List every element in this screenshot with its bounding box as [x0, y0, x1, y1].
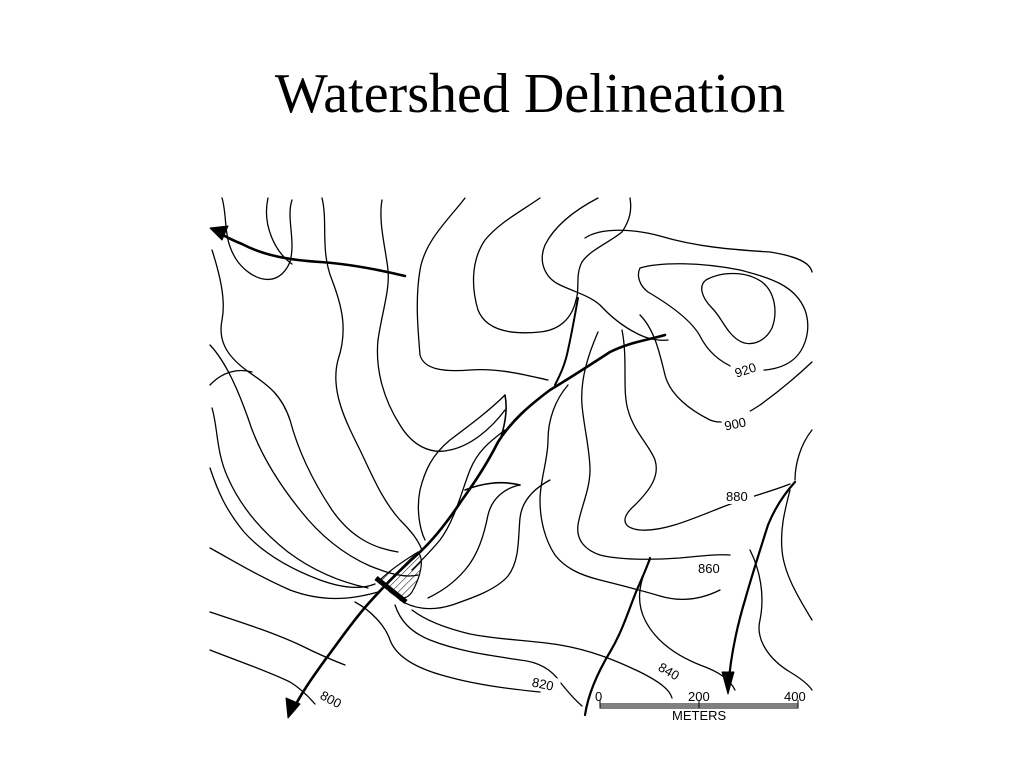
contour-line — [376, 199, 506, 452]
main-stream — [290, 333, 667, 714]
tributary-center — [499, 394, 507, 441]
contour-line — [209, 467, 376, 589]
contour-lines — [209, 197, 813, 707]
contour-label-900: 900 — [723, 414, 747, 433]
contour-labels: 920 900 880 860 840 820 800 — [316, 355, 764, 715]
tributary-south — [583, 556, 652, 717]
contour-line — [780, 489, 813, 621]
reservoir — [374, 551, 422, 604]
contour-line — [266, 197, 293, 265]
contour-line — [427, 484, 521, 599]
contour-line — [472, 197, 632, 334]
contour-line — [638, 559, 736, 691]
contour-line — [541, 197, 669, 341]
contour-line — [621, 329, 791, 531]
scale-tick-200: 200 — [688, 689, 710, 704]
stream-east-arrow — [721, 671, 735, 695]
reservoir-hatch — [379, 551, 422, 599]
contour-line — [637, 263, 809, 372]
tributary-west — [464, 482, 521, 491]
main-stream-arrow — [285, 697, 301, 719]
dam-line — [374, 576, 408, 604]
stream-northwest-arrow — [209, 225, 229, 241]
contour-line — [211, 407, 369, 589]
tributary-north — [554, 297, 579, 386]
contour-line — [794, 429, 813, 481]
scale-unit: METERS — [672, 708, 727, 723]
streams — [209, 225, 797, 719]
contour-label-920: 920 — [733, 360, 758, 381]
contour-line — [701, 272, 776, 345]
contour-line — [209, 547, 379, 600]
contour-line — [539, 384, 721, 601]
contour-line — [209, 649, 316, 705]
scale-tick-400: 400 — [784, 689, 806, 704]
stream-northwest — [216, 230, 407, 278]
contour-line — [209, 344, 419, 577]
scale-bar: 0 200 400 METERS — [595, 689, 806, 723]
stream-east — [726, 480, 797, 692]
contour-line — [417, 394, 506, 541]
contour-line — [411, 609, 673, 699]
contour-line — [411, 429, 506, 571]
contour-line — [211, 249, 399, 553]
contour-line — [321, 197, 423, 551]
slide-title: Watershed Delineation — [274, 63, 786, 125]
contour-line — [639, 314, 813, 423]
scale-tick-0: 0 — [595, 689, 602, 704]
contour-line — [209, 611, 346, 666]
contour-label-820: 820 — [531, 674, 555, 693]
contour-label-880: 880 — [726, 489, 748, 504]
contour-line — [749, 549, 813, 691]
contour-label-860: 860 — [698, 561, 720, 576]
contour-line — [354, 601, 541, 693]
contour-line — [399, 479, 551, 610]
contour-line — [416, 197, 549, 381]
contour-line — [584, 229, 813, 273]
contour-line — [577, 331, 731, 560]
contour-line — [394, 604, 583, 707]
